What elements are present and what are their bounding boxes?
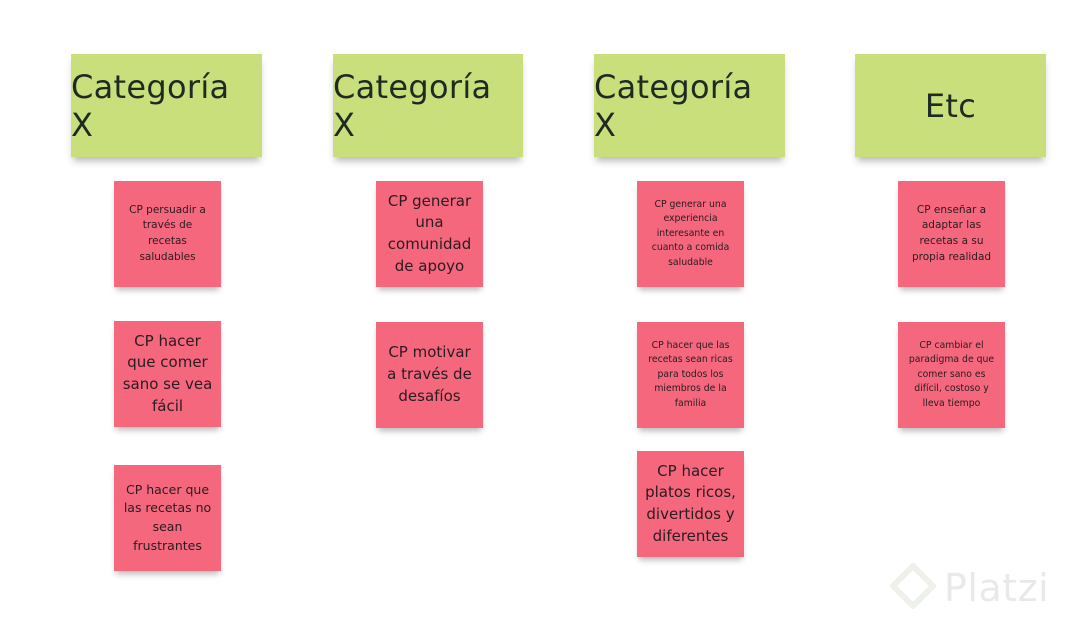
category-header-4: Etc xyxy=(855,54,1046,157)
sticky-note-text: CP hacer platos ricos, divertidos y dife… xyxy=(645,461,736,545)
sticky-note-text: CP generar una experiencia interesante e… xyxy=(651,198,730,268)
watermark-text: Platzi xyxy=(944,566,1050,610)
sticky-note: CP generar una experiencia interesante e… xyxy=(637,181,744,287)
sticky-note-text: CP motivar a través de desafíos xyxy=(387,343,472,405)
sticky-note-text: CP hacer que las recetas no sean frustra… xyxy=(123,481,212,553)
sticky-note: CP generar una comunidad de apoyo xyxy=(376,181,483,287)
sticky-note: CP hacer que comer sano se vea fácil xyxy=(114,321,221,427)
platzi-watermark: Platzi xyxy=(890,560,1070,616)
sticky-note: CP hacer platos ricos, divertidos y dife… xyxy=(637,451,744,557)
sticky-note-text: CP persuadir a través de recetas saludab… xyxy=(129,203,206,263)
sticky-note: CP motivar a través de desafíos xyxy=(376,322,483,428)
sticky-note: CP persuadir a través de recetas saludab… xyxy=(114,181,221,287)
sticky-note-text: CP hacer que las recetas sean ricas para… xyxy=(648,339,733,409)
sticky-note-text: CP generar una comunidad de apoyo xyxy=(387,191,472,275)
sticky-note: CP cambiar el paradigma de que comer san… xyxy=(898,322,1005,428)
category-column-2: Categoría X CP generar una comunidad de … xyxy=(0,0,523,628)
category-header-2: Categoría X xyxy=(333,54,523,157)
sticky-note-text: CP enseñar a adaptar las recetas a su pr… xyxy=(911,203,992,263)
category-column-1: Categoría X CP persuadir a través de rec… xyxy=(0,0,262,628)
sticky-note: CP enseñar a adaptar las recetas a su pr… xyxy=(898,181,1005,287)
category-column-4: Etc CP enseñar a adaptar las recetas a s… xyxy=(0,0,1046,628)
platzi-logo-icon xyxy=(890,563,936,613)
sticky-note: CP hacer que las recetas no sean frustra… xyxy=(114,465,221,571)
sticky-note-text: CP cambiar el paradigma de que comer san… xyxy=(908,339,995,409)
sticky-note-text: CP hacer que comer sano se vea fácil xyxy=(122,331,213,415)
category-column-3: Categoría X CP generar una experiencia i… xyxy=(0,0,785,628)
category-header-3: Categoría X xyxy=(594,54,785,157)
sticky-note: CP hacer que las recetas sean ricas para… xyxy=(637,322,744,428)
category-header-1: Categoría X xyxy=(71,54,262,157)
